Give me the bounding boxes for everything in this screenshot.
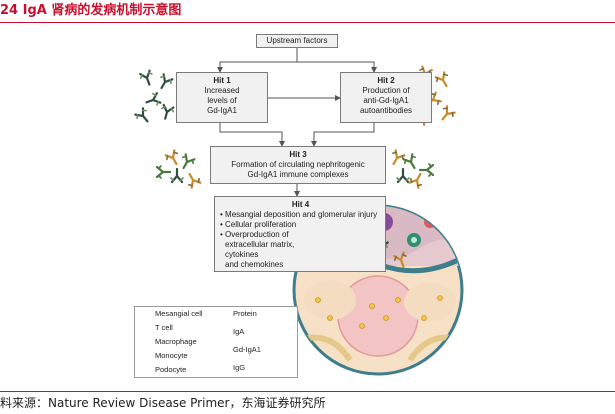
figure-source: 料来源：Nature Review Disease Primer，东海证券研究所	[0, 396, 326, 410]
immune-complex-right	[387, 148, 435, 190]
hit2-line: autoantibodies	[359, 106, 413, 115]
immune-complex-left	[155, 148, 203, 190]
hit4-line: extracellular matrix,	[225, 240, 295, 249]
hit1-line: Gd-IgA1	[207, 106, 237, 115]
legend-igg: IgG	[233, 363, 245, 372]
legend-label: IgA	[233, 327, 245, 336]
legend-podocyte: Podocyte	[155, 365, 186, 374]
legend-label: Protein	[233, 309, 257, 318]
legend-label: Macrophage	[155, 337, 197, 346]
legend-gd-iga1: Gd-IgA1	[233, 345, 261, 354]
arrow-hit2-hit3	[311, 123, 375, 147]
legend: Mesangial cell T cell Macrophage Monocyt…	[134, 306, 298, 378]
hit1-line: levels of	[207, 96, 237, 105]
hit1-box: Hit 1 Increased levels of Gd-IgA1	[176, 72, 268, 123]
arrow-hit1-hit3	[219, 123, 285, 147]
arrow-upstream-hit1	[217, 48, 298, 73]
hit4-line: • Cellular proliferation	[220, 220, 297, 229]
hit4-line: and chemokines	[225, 260, 284, 269]
legend-label: Monocyte	[155, 351, 188, 360]
figure-title: 24 IgA 肾病的发病机制示意图	[0, 3, 182, 18]
hit4-box: Hit 4 • Mesangial deposition and glomeru…	[214, 196, 386, 272]
legend-iga: IgA	[233, 327, 244, 336]
hit3-title: Hit 3	[289, 150, 307, 159]
hit4-line: • Overproduction of	[220, 230, 289, 239]
hit2-line: anti-Gd-IgA1	[363, 96, 409, 105]
legend-mesangial-cell: Mesangial cell	[155, 309, 203, 318]
hit2-title: Hit 2	[377, 76, 395, 85]
legend-label: Podocyte	[155, 365, 187, 374]
legend-label: Mesangial cell	[155, 309, 203, 318]
hit4-line: • Mesangial deposition and glomerular in…	[220, 210, 378, 219]
hit2-line: Production of	[362, 86, 410, 95]
hit4-title: Hit 4	[291, 200, 310, 209]
legend-protein: Protein	[233, 309, 257, 318]
legend-macrophage: Macrophage	[155, 337, 197, 346]
source-rule	[0, 391, 615, 392]
legend-monocyte: Monocyte	[155, 351, 188, 360]
hit1-line: Increased	[204, 86, 240, 95]
hit3-line: Gd-IgA1 immune complexes	[247, 170, 349, 179]
legend-label: Gd-IgA1	[233, 345, 261, 354]
legend-label: T cell	[155, 323, 173, 332]
upstream-factors-label: Upstream factors	[266, 36, 328, 45]
hit1-title: Hit 1	[213, 76, 231, 85]
upstream-factors-box: Upstream factors	[256, 34, 338, 48]
title-rule	[0, 22, 615, 23]
gd-iga1-cluster-left	[133, 69, 176, 127]
arrow-upstream-hit2	[296, 48, 377, 73]
legend-label: IgG	[233, 363, 246, 372]
hit4-line: cytokines	[225, 250, 259, 259]
hit3-box: Hit 3 Formation of circulating nephritog…	[210, 146, 386, 184]
hit3-line: Formation of circulating nephritogenic	[231, 160, 365, 169]
legend-t-cell: T cell	[155, 323, 173, 332]
hit2-box: Hit 2 Production of anti-Gd-IgA1 autoant…	[340, 72, 432, 123]
